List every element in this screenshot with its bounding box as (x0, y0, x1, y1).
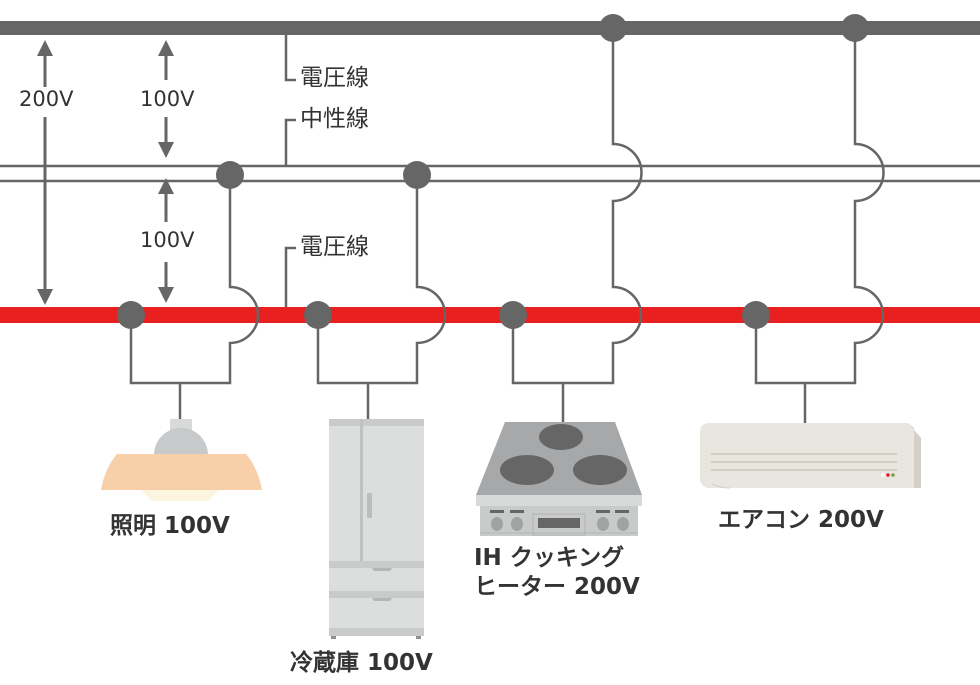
bottom-voltage-wire (0, 307, 980, 323)
top-wire-leader (284, 35, 296, 82)
ih-label-line1: IH クッキング (474, 545, 625, 571)
top-voltage-wire (0, 21, 980, 35)
voltage-label-200v: 200V (19, 87, 74, 112)
junction-dot (841, 14, 869, 42)
top-wire-label: 電圧線 (300, 65, 369, 91)
air-conditioner-icon (700, 423, 921, 489)
neutral-wire-label: 中性線 (300, 106, 369, 132)
voltage-label-100v-lower: 100V (140, 228, 195, 253)
junction-dot (304, 301, 332, 329)
voltage-arrow-200v (37, 40, 53, 305)
bottom-wire-leader (284, 246, 296, 307)
lamp-branch-wiring (129, 175, 260, 420)
refrigerator-icon (329, 419, 424, 639)
voltage-arrow-100v-upper (158, 40, 174, 158)
ac-label: エアコン 200V (718, 507, 884, 533)
lamp-label: 照明 100V (110, 513, 230, 539)
junction-dot (117, 301, 145, 329)
ac-branch-wiring (754, 28, 885, 423)
fridge-branch-wiring (316, 175, 447, 420)
junction-dot (403, 161, 431, 189)
voltage-arrow-100v-lower (158, 178, 174, 303)
bottom-wire-label: 電圧線 (300, 234, 369, 260)
lamp-icon (101, 419, 262, 501)
ih-label-line2: ヒーター 200V (474, 574, 640, 600)
neutral-wire-leader (284, 118, 296, 166)
ih-cooktop-icon (476, 422, 642, 536)
fridge-label: 冷蔵庫 100V (290, 650, 433, 676)
junction-dot (499, 301, 527, 329)
voltage-label-100v-upper: 100V (140, 87, 195, 112)
junction-dot (216, 161, 244, 189)
junction-dot (742, 301, 770, 329)
junction-dot (599, 14, 627, 42)
ih-branch-wiring (511, 28, 643, 422)
